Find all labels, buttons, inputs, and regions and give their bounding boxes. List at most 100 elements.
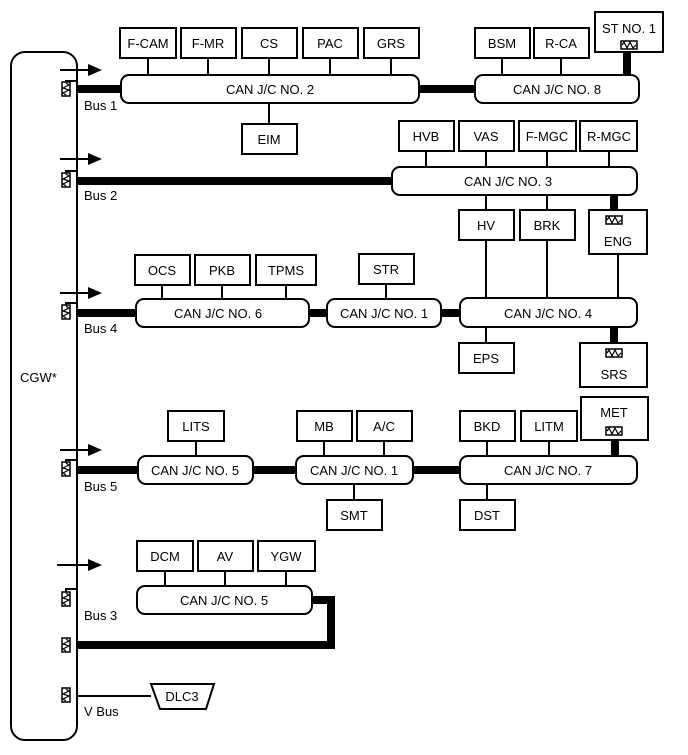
ecu-fcam-label: F-CAM <box>127 36 168 51</box>
can-jc-5-bus5-label: CAN J/C NO. 5 <box>151 463 239 478</box>
ecu-ocs-label: OCS <box>148 263 177 278</box>
ecu-str-label: STR <box>373 262 399 277</box>
cgw-gateway <box>10 51 78 741</box>
ecu-srs-label: SRS <box>601 367 628 382</box>
ecu-rca <box>533 27 590 59</box>
ecu-smt-label: SMT <box>340 508 368 523</box>
ecu-vas <box>458 120 515 152</box>
ecu-hvb <box>398 120 455 152</box>
ecu-pac-label: PAC <box>317 36 343 51</box>
can-jc-1-bus5-label: CAN J/C NO. 1 <box>310 463 398 478</box>
ecu-met-label: MET <box>600 405 628 420</box>
ecu-fmr-label: F-MR <box>192 36 225 51</box>
ecu-ygw-label: YGW <box>270 549 302 564</box>
can-jc-3 <box>391 166 638 196</box>
bus-2-label: Bus 2 <box>84 188 117 203</box>
ecu-dst-label: DST <box>474 508 500 523</box>
ecu-vas-label: VAS <box>473 129 498 144</box>
ecu-pac <box>302 27 359 59</box>
ecu-pkb <box>194 254 251 286</box>
v-bus-label: V Bus <box>84 704 119 719</box>
resistor-icon <box>61 687 71 703</box>
resistor-icon <box>605 426 623 436</box>
ecu-smt <box>326 499 383 531</box>
ecu-eng-label: ENG <box>604 234 632 249</box>
bus-2: Bus 2 CAN J/C NO. 3 HVB VAS F-MGC R-MGC … <box>61 120 648 255</box>
resistor-icon <box>61 461 71 477</box>
resistor-icon <box>605 348 623 358</box>
bus-3: Bus 3 CAN J/C NO. 5 DCM AV YGW <box>61 540 335 653</box>
ecu-mb-label: MB <box>314 419 334 434</box>
bus-1-label: Bus 1 <box>84 98 117 113</box>
ecu-eim-label: EIM <box>257 132 280 147</box>
ecu-bkd-label: BKD <box>474 419 501 434</box>
can-jc-7-label: CAN J/C NO. 7 <box>504 463 592 478</box>
dlc3-connector <box>149 683 216 710</box>
resistor-icon <box>61 172 71 188</box>
bus-1: Bus 1 CAN J/C NO. 2 CAN J/C NO. 8 F-CAM … <box>61 11 664 155</box>
resistor-icon <box>61 81 71 97</box>
bus-4-label: Bus 4 <box>84 321 117 336</box>
can-jc-8 <box>474 74 640 104</box>
can-jc-1-bus4 <box>326 298 442 328</box>
ecu-bsm-label: BSM <box>488 36 516 51</box>
can-jc-1-bus4-label: CAN J/C NO. 1 <box>340 306 428 321</box>
resistor-icon <box>61 591 71 607</box>
bus-5-label: Bus 5 <box>84 479 117 494</box>
can-jc-3-label: CAN J/C NO. 3 <box>464 174 552 189</box>
can-jc-5-bus3-label: CAN J/C NO. 5 <box>180 593 268 608</box>
ecu-bsm <box>474 27 531 59</box>
ecu-tpms-label: TPMS <box>268 263 304 278</box>
can-jc-4-label: CAN J/C NO. 4 <box>504 306 592 321</box>
ecu-str <box>358 253 415 285</box>
ecu-cs <box>241 27 298 59</box>
ecu-ygw <box>257 540 316 572</box>
ecu-fmgc <box>518 120 577 152</box>
ecu-ac <box>356 410 413 442</box>
ecu-av-label: AV <box>217 549 234 564</box>
ecu-st-no-1-label: ST NO. 1 <box>602 21 656 36</box>
resistor-icon <box>620 40 638 50</box>
resistor-icon <box>61 304 71 320</box>
ecu-hv-label: HV <box>477 218 495 233</box>
ecu-grs-label: GRS <box>377 36 406 51</box>
bus-4: Bus 4 CAN J/C NO. 6 CAN J/C NO. 1 CAN J/… <box>61 253 648 388</box>
ecu-dcm-label: DCM <box>150 549 180 564</box>
ecu-rca-label: R-CA <box>545 36 577 51</box>
ecu-rmgc-label: R-MGC <box>587 129 631 144</box>
ecu-pkb-label: PKB <box>209 263 235 278</box>
can-jc-4 <box>459 297 638 328</box>
arrow-right-icon <box>60 64 102 76</box>
can-jc-6-label: CAN J/C NO. 6 <box>174 306 262 321</box>
bus-5: Bus 5 CAN J/C NO. 5 CAN J/C NO. 1 CAN J/… <box>61 396 649 531</box>
resistor-icon <box>61 637 71 653</box>
arrow-right-icon <box>60 153 102 165</box>
can-jc-2-label: CAN J/C NO. 2 <box>226 82 314 97</box>
ecu-cs-label: CS <box>260 36 278 51</box>
ecu-brk-label: BRK <box>534 218 561 233</box>
ecu-fmgc-label: F-MGC <box>526 129 569 144</box>
ecu-litm-label: LITM <box>534 419 564 434</box>
bus-3-label: Bus 3 <box>84 608 117 623</box>
ecu-litm <box>520 410 578 442</box>
ecu-dst <box>459 499 516 531</box>
ecu-eim <box>241 123 298 155</box>
ecu-av <box>197 540 254 572</box>
arrow-right-icon <box>60 287 102 299</box>
ecu-dcm <box>136 540 194 572</box>
ecu-rmgc <box>579 120 638 152</box>
resistor-icon <box>605 215 623 225</box>
cgw-label: CGW* <box>20 370 57 385</box>
ecu-ac-label: A/C <box>373 419 395 434</box>
ecu-mb <box>296 410 353 442</box>
ecu-ocs <box>134 254 191 286</box>
can-jc-8-label: CAN J/C NO. 8 <box>513 82 601 97</box>
ecu-bkd <box>459 410 516 442</box>
ecu-lits <box>167 410 225 442</box>
signal-arrows <box>57 64 102 571</box>
ecu-eps-label: EPS <box>473 351 499 366</box>
ecu-tpms <box>255 254 317 286</box>
v-bus: V Bus DLC3 <box>61 683 216 719</box>
arrow-right-icon <box>57 559 102 571</box>
